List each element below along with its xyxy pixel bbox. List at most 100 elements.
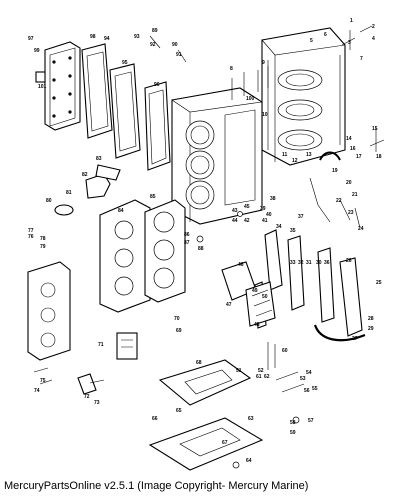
crankcase-drawing	[171, 87, 263, 225]
callout-7: 7	[360, 56, 363, 62]
callout-90: 90	[172, 42, 178, 48]
thermostat-housing-drawing	[54, 164, 121, 216]
callout-101: 101	[38, 84, 47, 90]
hose-drawing	[313, 151, 366, 342]
callout-81: 81	[66, 190, 72, 196]
cylinder-head-drawing	[27, 199, 186, 361]
callout-6: 6	[324, 32, 327, 38]
callout-65: 65	[176, 408, 182, 414]
callout-71: 71	[98, 342, 104, 348]
copyright-footer: MercuryPartsOnline v2.5.1 (Image Copyrig…	[4, 480, 309, 492]
callout-98: 98	[90, 34, 96, 40]
callout-77: 77	[28, 228, 34, 234]
callout-12: 12	[292, 158, 298, 164]
callout-88: 88	[198, 246, 204, 252]
callout-86: 86	[184, 232, 190, 238]
callout-18: 18	[376, 154, 382, 160]
callout-47: 47	[226, 302, 232, 308]
callout-64: 64	[246, 458, 252, 464]
callout-74: 74	[34, 388, 40, 394]
callout-96: 96	[154, 82, 160, 88]
callout-11: 11	[282, 152, 288, 158]
side-covers-drawing	[254, 229, 363, 337]
callout-19: 19	[332, 168, 338, 174]
callout-72: 72	[84, 394, 90, 400]
callout-49: 49	[252, 288, 258, 294]
callout-99: 99	[34, 48, 40, 54]
callout-33: 33	[290, 260, 296, 266]
callout-82: 82	[82, 172, 88, 178]
callout-23: 23	[348, 210, 354, 216]
callout-15: 15	[372, 126, 378, 132]
adapter-plate-drawing	[148, 359, 264, 471]
callout-20: 20	[346, 180, 352, 186]
callout-16: 16	[350, 146, 356, 152]
reed-block-drawing	[116, 261, 276, 360]
callout-70: 70	[174, 316, 180, 322]
callout-56: 56	[304, 388, 310, 394]
callout-5: 5	[310, 38, 313, 44]
exhaust-cover-drawing	[35, 41, 171, 171]
callout-3: 3	[348, 40, 351, 46]
callout-78: 78	[40, 236, 46, 242]
callout-21: 21	[352, 192, 358, 198]
callout-57: 57	[308, 418, 314, 424]
callout-29: 29	[368, 326, 374, 332]
callout-13: 13	[306, 152, 312, 158]
callout-17: 17	[356, 154, 362, 160]
callout-51: 51	[236, 368, 242, 374]
callout-35: 35	[290, 228, 296, 234]
callout-100: 100	[246, 96, 255, 102]
callout-10: 10	[262, 112, 268, 118]
callout-91: 91	[176, 52, 182, 58]
callout-89: 89	[152, 28, 158, 34]
callout-92: 92	[150, 42, 156, 48]
exploded-parts-diagram: 1 2 3 4 5 6 7 8 9 10 11 12 13 14 15 16 1…	[27, 18, 385, 471]
callout-75: 75	[40, 378, 46, 384]
callout-26: 26	[346, 258, 352, 264]
callout-28: 28	[368, 316, 374, 322]
callout-9: 9	[262, 60, 265, 66]
callout-27: 27	[352, 336, 358, 342]
callout-61: 61	[256, 374, 262, 380]
callout-8: 8	[230, 66, 233, 72]
callout-55: 55	[312, 386, 318, 392]
callout-25: 25	[376, 280, 382, 286]
callout-46: 46	[238, 262, 244, 268]
callout-79: 79	[40, 244, 46, 250]
callout-32: 32	[298, 260, 304, 266]
callout-44: 44	[232, 218, 238, 224]
callout-54: 54	[306, 370, 312, 376]
callout-63: 63	[248, 416, 254, 422]
callout-58: 58	[290, 420, 296, 426]
fasteners-drawing	[33, 25, 385, 469]
callout-94: 94	[104, 36, 110, 42]
callout-43: 43	[232, 208, 238, 214]
callout-97: 97	[28, 36, 34, 42]
callout-39: 39	[260, 206, 266, 212]
callout-48: 48	[254, 322, 260, 328]
callout-69: 69	[176, 328, 182, 334]
callout-24: 24	[358, 226, 364, 232]
callout-95: 95	[122, 60, 128, 66]
callout-67: 67	[222, 440, 228, 446]
callout-87: 87	[184, 240, 190, 246]
callout-37: 37	[298, 214, 304, 220]
callout-76: 76	[28, 234, 34, 240]
callout-53: 53	[300, 376, 306, 382]
callout-45: 45	[244, 204, 250, 210]
callout-85: 85	[150, 194, 156, 200]
callout-42: 42	[244, 218, 250, 224]
callout-36: 36	[324, 260, 330, 266]
callout-60: 60	[282, 348, 288, 354]
callout-31: 31	[306, 260, 312, 266]
cylinder-block-drawing	[261, 27, 346, 166]
callout-83: 83	[96, 156, 102, 162]
callout-1: 1	[350, 18, 353, 24]
callout-labels: 1 2 3 4 5 6 7 8 9 10 11 12 13 14 15 16 1…	[28, 18, 382, 464]
spark-plug-drawing	[77, 373, 105, 395]
callout-73: 73	[94, 400, 100, 406]
callout-50: 50	[262, 294, 268, 300]
callout-34: 34	[276, 224, 282, 230]
callout-14: 14	[346, 136, 352, 142]
